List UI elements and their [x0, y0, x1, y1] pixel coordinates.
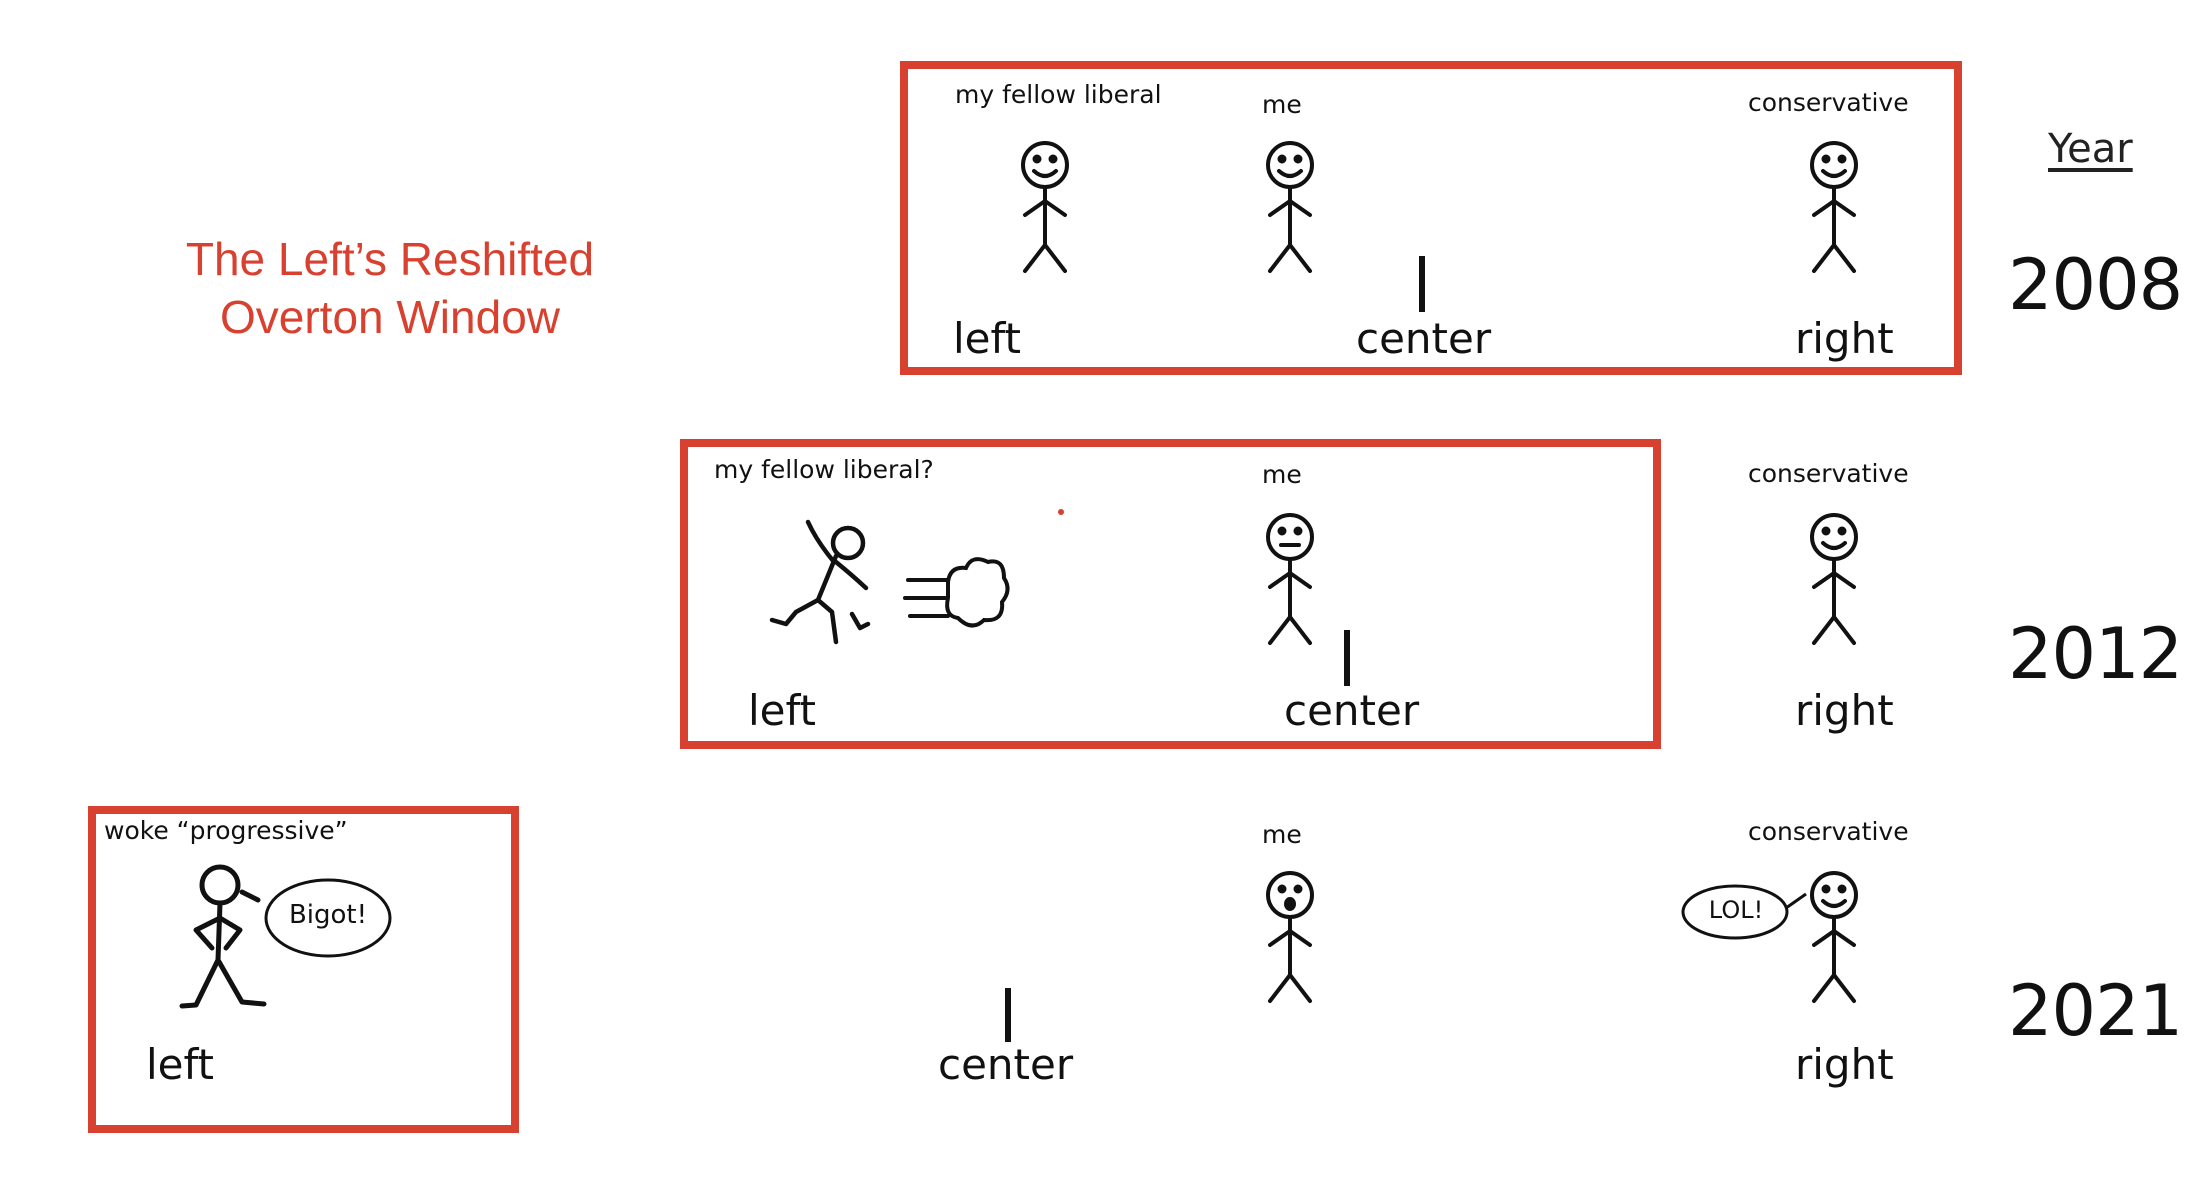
- axis-left-2012: left: [748, 686, 817, 735]
- smiley-stick-figure-icon: [1810, 141, 1858, 273]
- smiley-stick-figure-icon: [1810, 871, 1858, 1003]
- label-me-2021: me: [1262, 820, 1302, 849]
- smiley-stick-figure-icon: [1266, 141, 1314, 273]
- label-liberal-2012: my fellow liberal?: [714, 455, 934, 484]
- neutral-stick-figure-icon: [1266, 513, 1314, 645]
- smiley-stick-figure-icon: [1021, 141, 1069, 273]
- label-conservative-2012: conservative: [1748, 459, 1909, 488]
- angry-stick-figure-icon: [179, 864, 267, 1009]
- label-conservative-2021: conservative: [1748, 817, 1909, 846]
- surprised-stick-figure-icon: [1266, 871, 1314, 1003]
- row-2012: [680, 439, 1885, 749]
- axis-left-2021: left: [146, 1040, 215, 1089]
- speech-bubble-icon: [1681, 884, 1807, 940]
- year-2021: 2021: [2008, 970, 2183, 1052]
- label-liberal-2008: my fellow liberal: [955, 80, 1162, 109]
- speech-bubble-icon: [264, 878, 392, 958]
- dust-cloud-icon: [903, 557, 1010, 628]
- row-2008: [900, 61, 1962, 375]
- overton-window-2012: [680, 439, 1661, 749]
- axis-center-2012: center: [1284, 686, 1420, 735]
- year-2012: 2012: [2008, 613, 2183, 695]
- bubble-text-lol: LOL!: [1708, 896, 1764, 924]
- row-2021: [88, 806, 1885, 1133]
- label-conservative-2008: conservative: [1748, 88, 1909, 117]
- axis-left-2008: left: [953, 314, 1022, 363]
- overton-window-2008: [900, 61, 1962, 375]
- axis-right-2012: right: [1795, 686, 1894, 735]
- label-me-2012: me: [1262, 460, 1302, 489]
- label-liberal-2021: woke “progressive”: [104, 816, 348, 845]
- smiley-stick-figure-icon: [1810, 513, 1858, 645]
- diagram-title: The Left’s Reshifted Overton Window: [185, 233, 595, 343]
- axis-right-2008: right: [1795, 314, 1894, 363]
- year-2008: 2008: [2008, 244, 2183, 326]
- axis-right-2021: right: [1795, 1040, 1894, 1089]
- running-stick-figure-icon: [769, 519, 871, 645]
- label-me-2008: me: [1262, 90, 1302, 119]
- axis-center-2021: center: [938, 1040, 1074, 1089]
- bubble-text-bigot: Bigot!: [288, 900, 368, 930]
- axis-center-2008: center: [1356, 314, 1492, 363]
- overton-window-2021: [88, 806, 519, 1133]
- year-heading: Year: [2048, 126, 2133, 172]
- stray-dot: [1058, 509, 1064, 515]
